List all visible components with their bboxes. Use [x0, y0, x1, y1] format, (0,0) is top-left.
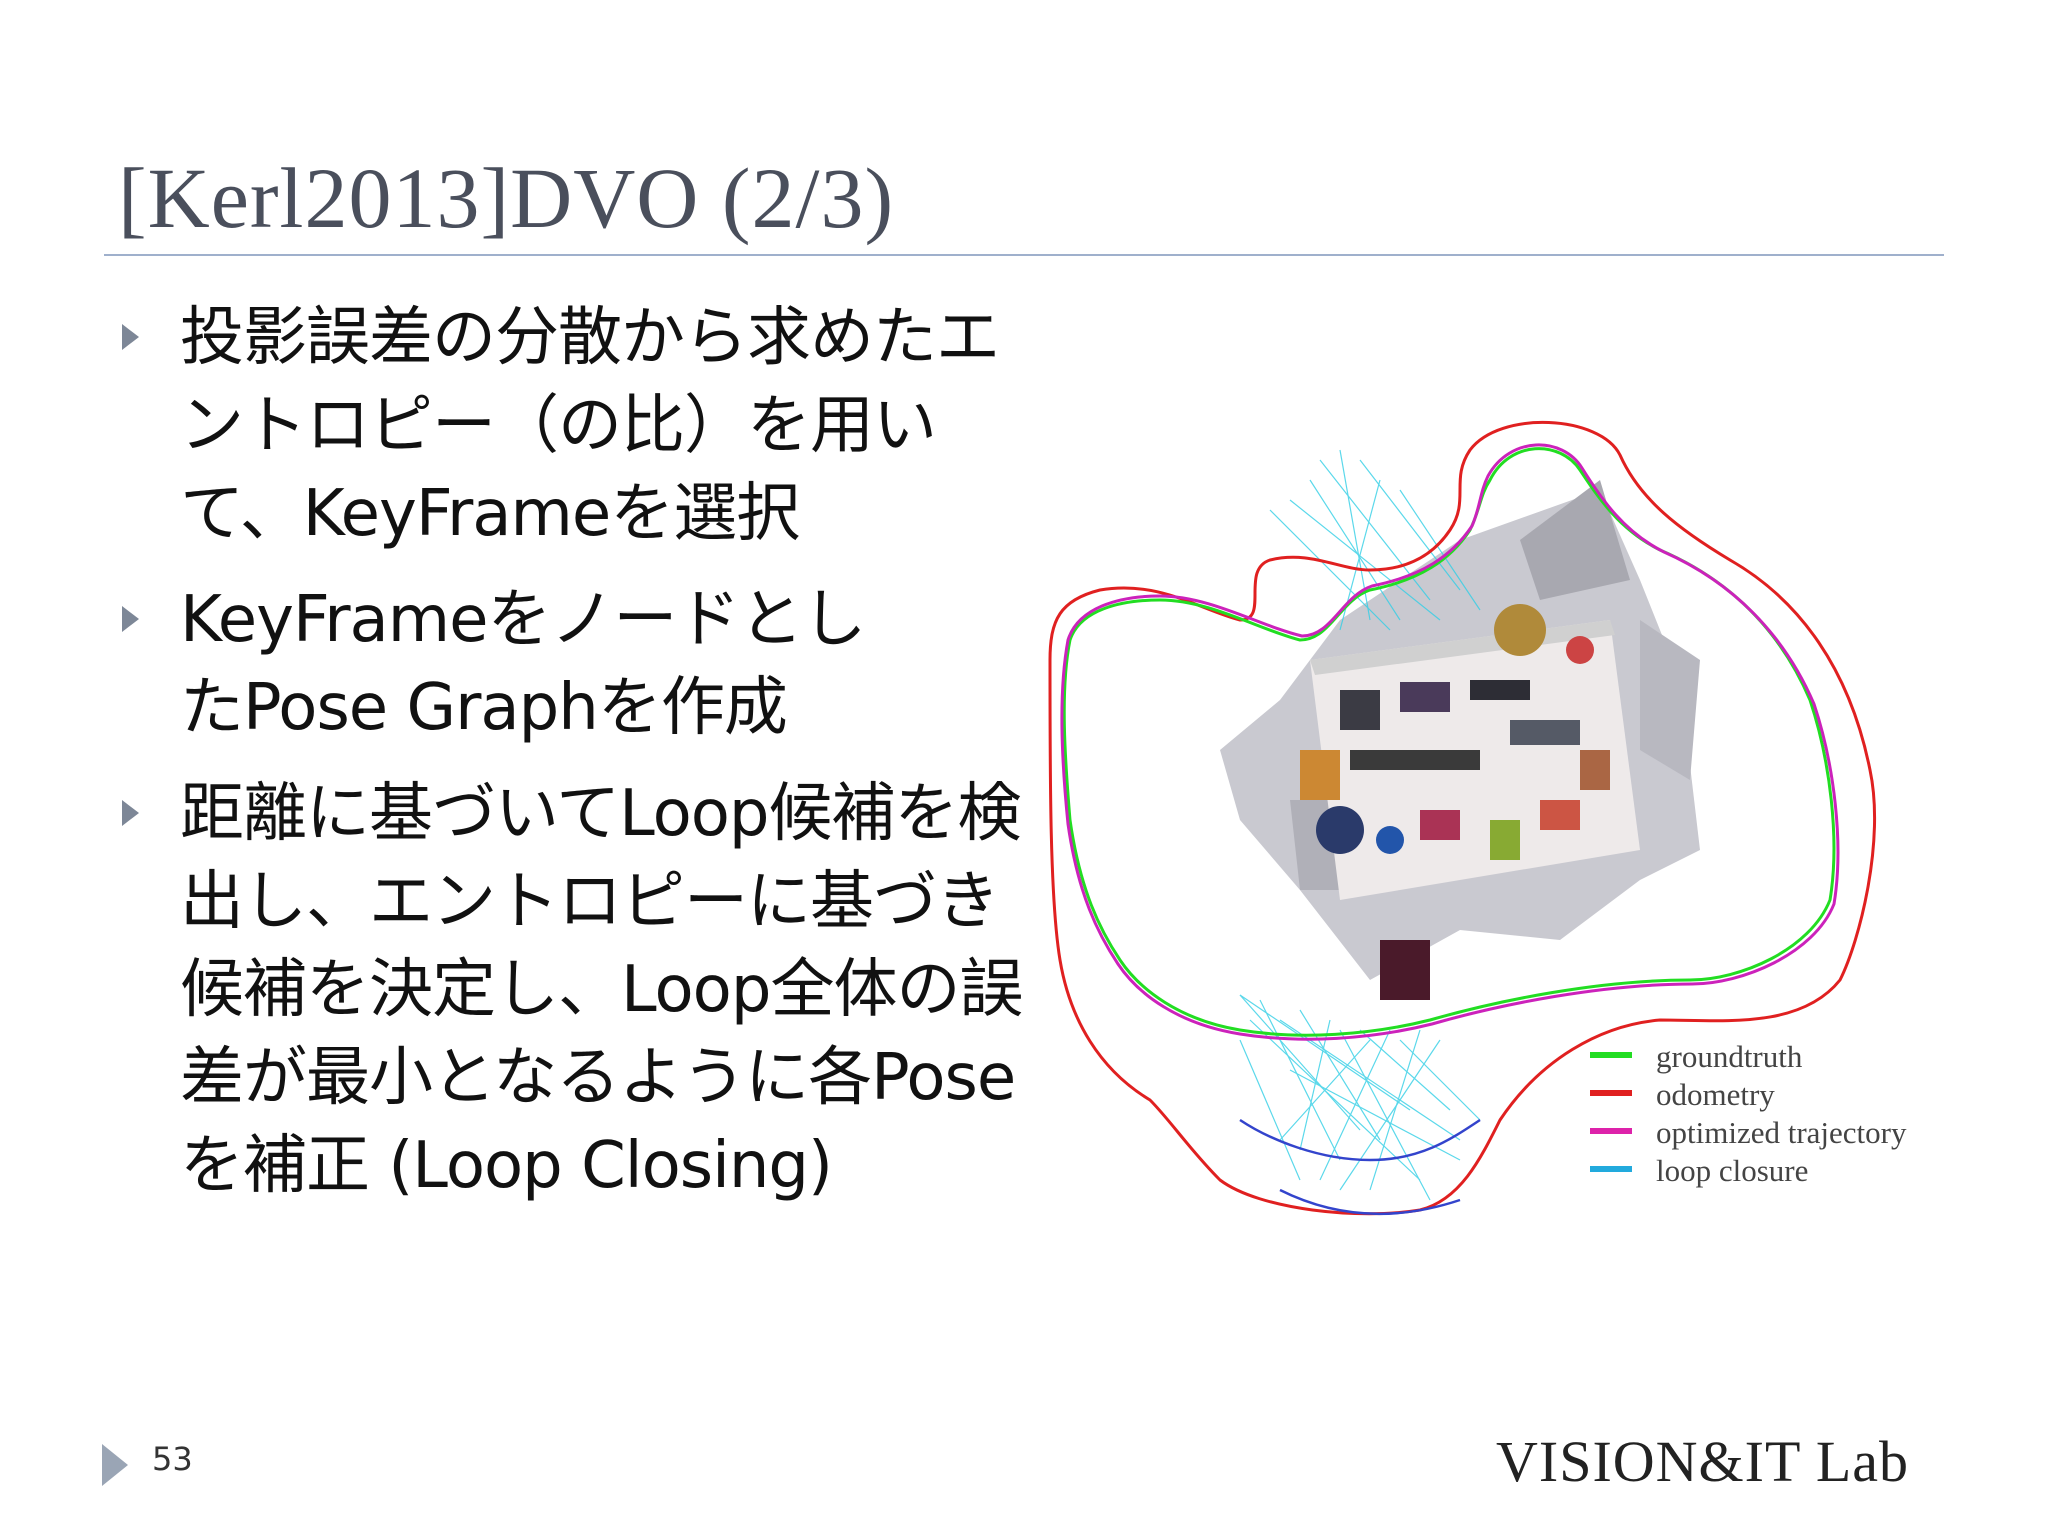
bullet-item: KeyFrameをノードとしたPose Graphを作成 [118, 576, 1038, 752]
figure-legend: groundtruth odometry optimized trajector… [1590, 1039, 1907, 1188]
lower-trajectory-path [1239, 1118, 1481, 1216]
title-divider [104, 254, 1944, 256]
lab-logo: VISION&IT Lab [1496, 1429, 1910, 1494]
loop-closure-lines [1239, 449, 1481, 1201]
bullet-arrow-icon [122, 800, 139, 826]
bullet-item: 投影誤差の分散から求めたエントロピー（の比）を用いて、KeyFrameを選択 [118, 294, 1038, 558]
page-number: 53 [152, 1440, 193, 1478]
slide-title: [Kerl2013]DVO (2/3) [118, 150, 895, 246]
bullet-text: 距離に基づいてLoop候補を検出し、エントロピーに基づき候補を決定し、Loop全… [180, 777, 1023, 1203]
table-objects [1300, 604, 1610, 1000]
scene-point-cloud [1220, 480, 1700, 1000]
bullet-arrow-icon [122, 606, 139, 632]
bullet-arrow-icon [122, 324, 139, 350]
bullet-text: KeyFrameをノードとしたPose Graphを作成 [180, 583, 866, 745]
bullet-list: 投影誤差の分散から求めたエントロピー（の比）を用いて、KeyFrameを選択 K… [118, 294, 1038, 1228]
legend-label-odometry: odometry [1656, 1077, 1775, 1112]
optimized-trajectory-path [1060, 443, 1840, 1041]
footer-arrow-icon [102, 1444, 128, 1486]
legend-swatch-odometry [1590, 1090, 1632, 1096]
legend-label-loop-closure: loop closure [1656, 1153, 1808, 1188]
legend-label-groundtruth: groundtruth [1656, 1039, 1803, 1074]
legend-swatch-groundtruth [1590, 1052, 1632, 1058]
slam-trajectory-figure: groundtruth odometry optimized trajector… [1048, 421, 1907, 1216]
legend-label-optimized: optimized trajectory [1656, 1115, 1907, 1150]
bullet-text: 投影誤差の分散から求めたエントロピー（の比）を用いて、KeyFrameを選択 [180, 301, 1000, 551]
odometry-path [1048, 421, 1877, 1216]
bullet-item: 距離に基づいてLoop候補を検出し、エントロピーに基づき候補を決定し、Loop全… [118, 770, 1038, 1210]
legend-swatch-loop-closure [1590, 1166, 1632, 1172]
legend-swatch-optimized [1590, 1128, 1632, 1134]
